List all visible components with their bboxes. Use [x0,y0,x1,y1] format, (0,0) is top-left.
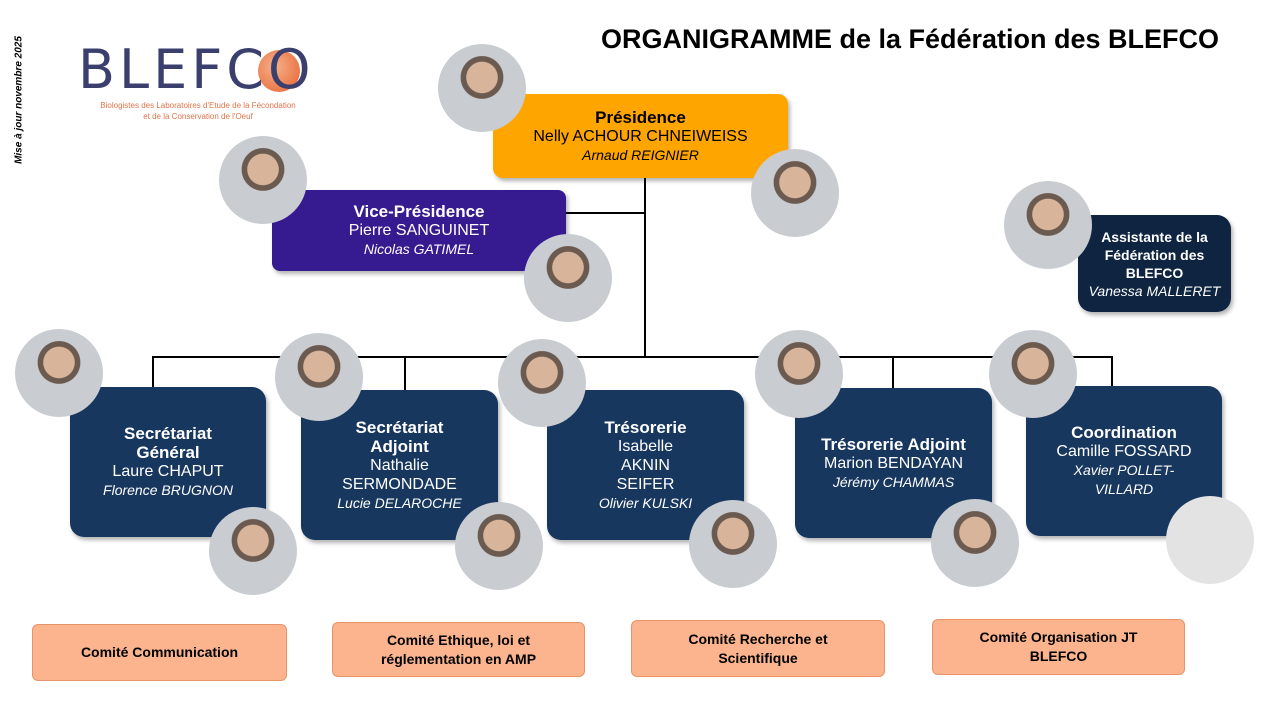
holder-name: Marion BENDAYAN [824,454,963,472]
committee-organisation-jt: Comité Organisation JT BLEFCO [932,619,1185,675]
egg-icon [258,50,300,92]
role-label: Vice-Présidence [353,202,485,221]
photo-secretariat-adjoint [275,333,363,421]
deputy-name: Florence BRUGNON [103,482,233,498]
connector-line [644,178,646,358]
photo-tresorerie-adjoint [755,330,843,418]
role-label: Trésorerie Adjoint [821,434,966,454]
deputy-name: Lucie DELAROCHE [337,494,462,511]
assistante-box: Assistante de la Fédération des BLEFCO V… [1078,215,1231,312]
photo-tresorerie [498,339,586,427]
update-note: Mise à jour novembre 2025 [13,36,25,164]
photo-coordination [989,330,1077,418]
holder-name: Nelly ACHOUR CHNEIWEISS [533,127,748,145]
deputy-name: Arnaud REIGNIER [582,146,699,163]
photo-vice-president-deputy [524,234,612,322]
deputy-name: Xavier POLLET-VILLARD [1073,462,1175,497]
connector-line [152,356,154,388]
deputy-name: Jérémy CHAMMAS [832,473,955,490]
role-label: Présidence [595,107,686,127]
photo-secretariat-adjoint-deputy [455,502,543,590]
role-label: Secrétariat Général [124,424,212,462]
committee-recherche: Comité Recherche et Scientifique [631,620,885,677]
logo-wordmark: BLEFCO [78,38,315,101]
connector-line [1111,356,1113,386]
blefco-logo: BLEFCO Biologistes des Laboratoires d'Et… [78,40,318,122]
photo-assistante [1004,181,1092,269]
presidence-box: Présidence Nelly ACHOUR CHNEIWEISS Arnau… [493,94,788,178]
page-title: ORGANIGRAMME de la Fédération des BLEFCO [600,24,1220,54]
role-label: Coordination [1071,423,1177,442]
committee-communication: Comité Communication [32,624,287,681]
holder-name: Vanessa MALLERET [1088,282,1221,299]
connector-line [566,212,645,214]
connector-line [404,356,406,390]
deputy-name: Olivier KULSKI [598,494,693,511]
holder-name: Isabelle AKNIN SEIFER [616,437,675,493]
photo-vice-president [219,136,307,224]
role-label: Secrétariat Adjoint [355,417,444,456]
logo-subtitle-2: et de la Conservation de l'Oeuf [143,112,253,121]
role-label: Trésorerie [604,417,687,437]
connector-line [152,356,1113,358]
photo-tresorerie-deputy [689,500,777,588]
holder-name: Camille FOSSARD [1056,443,1192,460]
logo-subtitle-1: Biologistes des Laboratoires d'Etude de … [100,101,296,110]
photo-secretariat-general-deputy [209,507,297,595]
vice-presidence-box: Vice-Présidence Pierre SANGUINET Nicolas… [272,190,566,271]
committee-ethique: Comité Ethique, loi et réglementation en… [332,622,585,677]
photo-tresorerie-adjoint-deputy [931,499,1019,587]
deputy-name: Nicolas GATIMEL [363,241,475,257]
connector-line [892,356,894,388]
holder-name: Laure CHAPUT [112,463,224,480]
photo-president-deputy [751,149,839,237]
photo-placeholder [1166,496,1254,584]
holder-name: Pierre SANGUINET [348,222,490,239]
photo-president [438,44,526,132]
holder-name: Nathalie SERMONDADE [342,456,457,493]
role-label: Assistante de la Fédération des BLEFCO [1101,228,1208,281]
photo-secretariat-general [15,329,103,417]
